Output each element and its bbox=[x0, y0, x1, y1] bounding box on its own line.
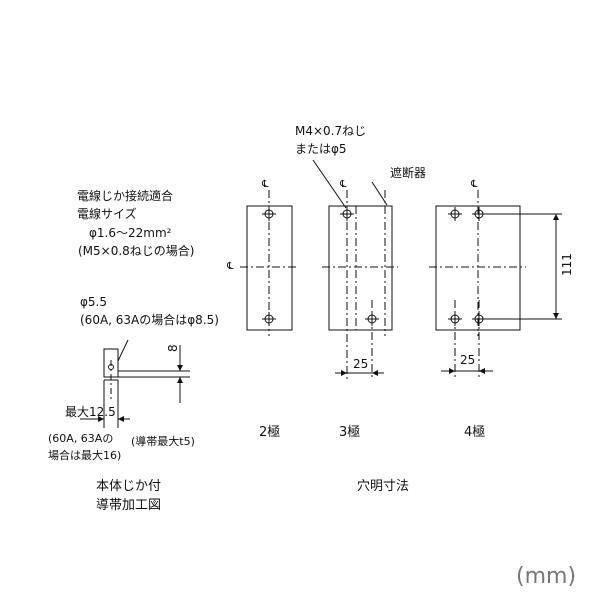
dim-max-width: 最大12.5 bbox=[65, 405, 116, 419]
three-pole-hole-bottom bbox=[365, 312, 379, 326]
two-pole-hole-top bbox=[262, 207, 276, 221]
dim-max-note2: 場合は最大16) bbox=[48, 449, 122, 462]
breaker-label: 遮断器 bbox=[390, 166, 427, 180]
pole-label-4: 4極 bbox=[464, 425, 486, 440]
centerline-symbol-4p: ℄ bbox=[471, 179, 478, 190]
hole-note-line2: (60A, 63Aの場合はφ8.5) bbox=[80, 313, 219, 327]
centerline-symbol-horizontal: ℄ bbox=[227, 261, 234, 272]
pole-label-3: 3極 bbox=[339, 425, 361, 440]
dim-height: 111 bbox=[560, 253, 574, 276]
dim-eight: 8 bbox=[166, 344, 180, 352]
three-pole-hole-top bbox=[340, 207, 354, 221]
caption-left-line2: 導帯加工図 bbox=[96, 498, 162, 513]
four-pole-hole-top-left bbox=[448, 207, 462, 221]
screw-note-line1: M4×0.7ねじ bbox=[295, 124, 367, 138]
pole-label-2: 2極 bbox=[259, 425, 281, 440]
centerline-symbol-3p: ℄ bbox=[340, 179, 347, 190]
unit-label: (mm) bbox=[516, 564, 577, 589]
screw-note-line2: またはφ5 bbox=[295, 142, 347, 156]
dim-max-note1: (60A, 63Aの bbox=[48, 432, 114, 445]
breaker-leader bbox=[371, 181, 388, 206]
wire-note-line2: 電線サイズ bbox=[77, 207, 137, 221]
wire-note-line1: 電線じか接続適合 bbox=[77, 189, 174, 203]
hole-note-line1: φ5.5 bbox=[80, 295, 107, 309]
screw-leader bbox=[312, 159, 347, 209]
four-pole-hole-top-right bbox=[472, 207, 486, 221]
two-pole-hole-bottom bbox=[262, 312, 276, 326]
hole-leader bbox=[117, 339, 129, 362]
dim-conductor-thickness: (導帯最大t5) bbox=[131, 435, 195, 448]
caption-left-line1: 本体じか付 bbox=[96, 479, 162, 494]
three-pole-outline bbox=[328, 205, 393, 331]
dim-spacing-4p: 25 bbox=[460, 353, 476, 367]
four-pole-hole-bottom-right bbox=[472, 312, 486, 326]
centerline-symbol-2p: ℄ bbox=[262, 179, 269, 190]
four-pole-hole-bottom-left bbox=[448, 312, 462, 326]
caption-right: 穴明寸法 bbox=[357, 479, 410, 494]
dim-spacing-3p: 25 bbox=[353, 357, 369, 371]
wire-note-line4: (M5×0.8ねじの場合) bbox=[78, 244, 195, 258]
wire-note-line3: φ1.6～22mm² bbox=[89, 226, 172, 240]
